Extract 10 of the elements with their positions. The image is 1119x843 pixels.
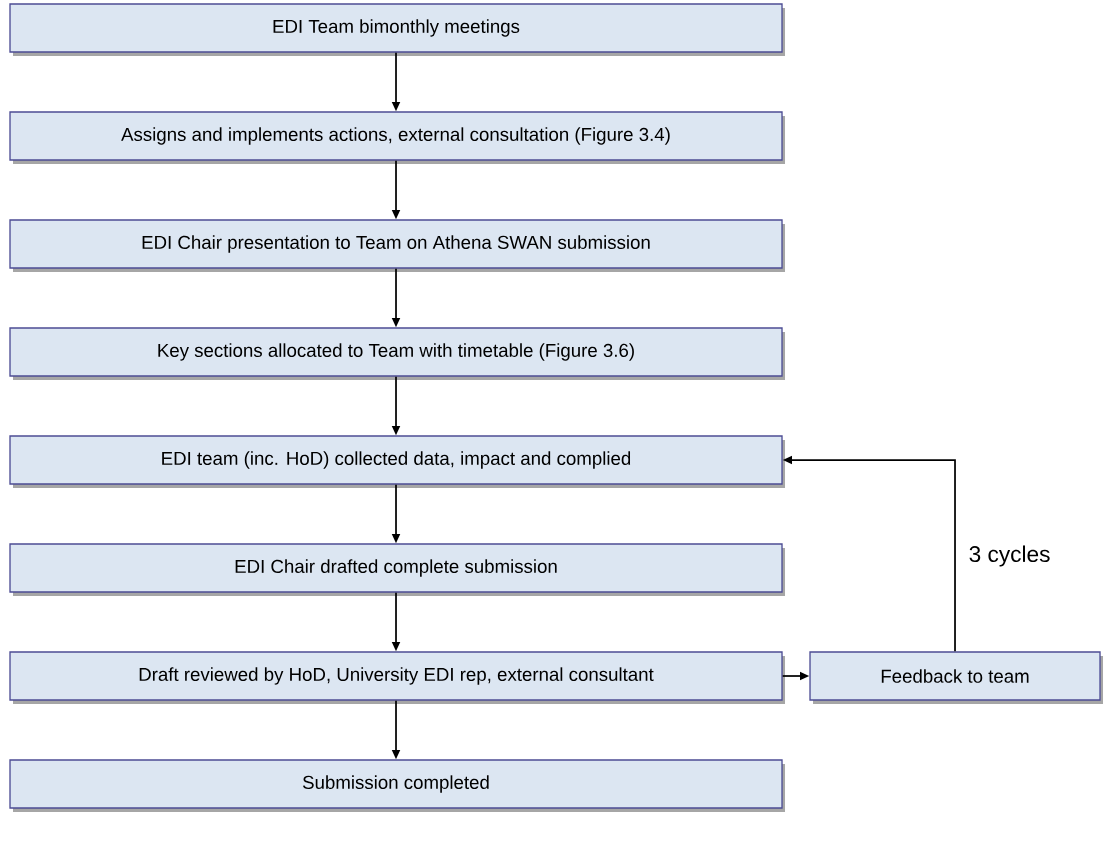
process-box: Submission completed [9,759,785,812]
edge-label: 3 cycles [967,544,1052,568]
process-box: EDI Chair drafted complete submission [9,543,785,596]
process-box: Key sections allocated to Team with timetable (Figure 3.6) [9,327,785,380]
process-box: Draft reviewed by HoD, University EDI rep, external consultant [9,651,785,704]
process-box: EDI Team bimonthly meetings [9,3,785,56]
process-box: Assigns and implements actions, external consultation (Figure 3.4) [9,111,785,164]
process-box: EDI Chair presentation to Team on Athena SWAN submission [9,219,785,272]
process-box: EDI team (inc. HoD) collected data, impact and complied [9,435,785,488]
process-box: Feedback to team [809,651,1103,704]
